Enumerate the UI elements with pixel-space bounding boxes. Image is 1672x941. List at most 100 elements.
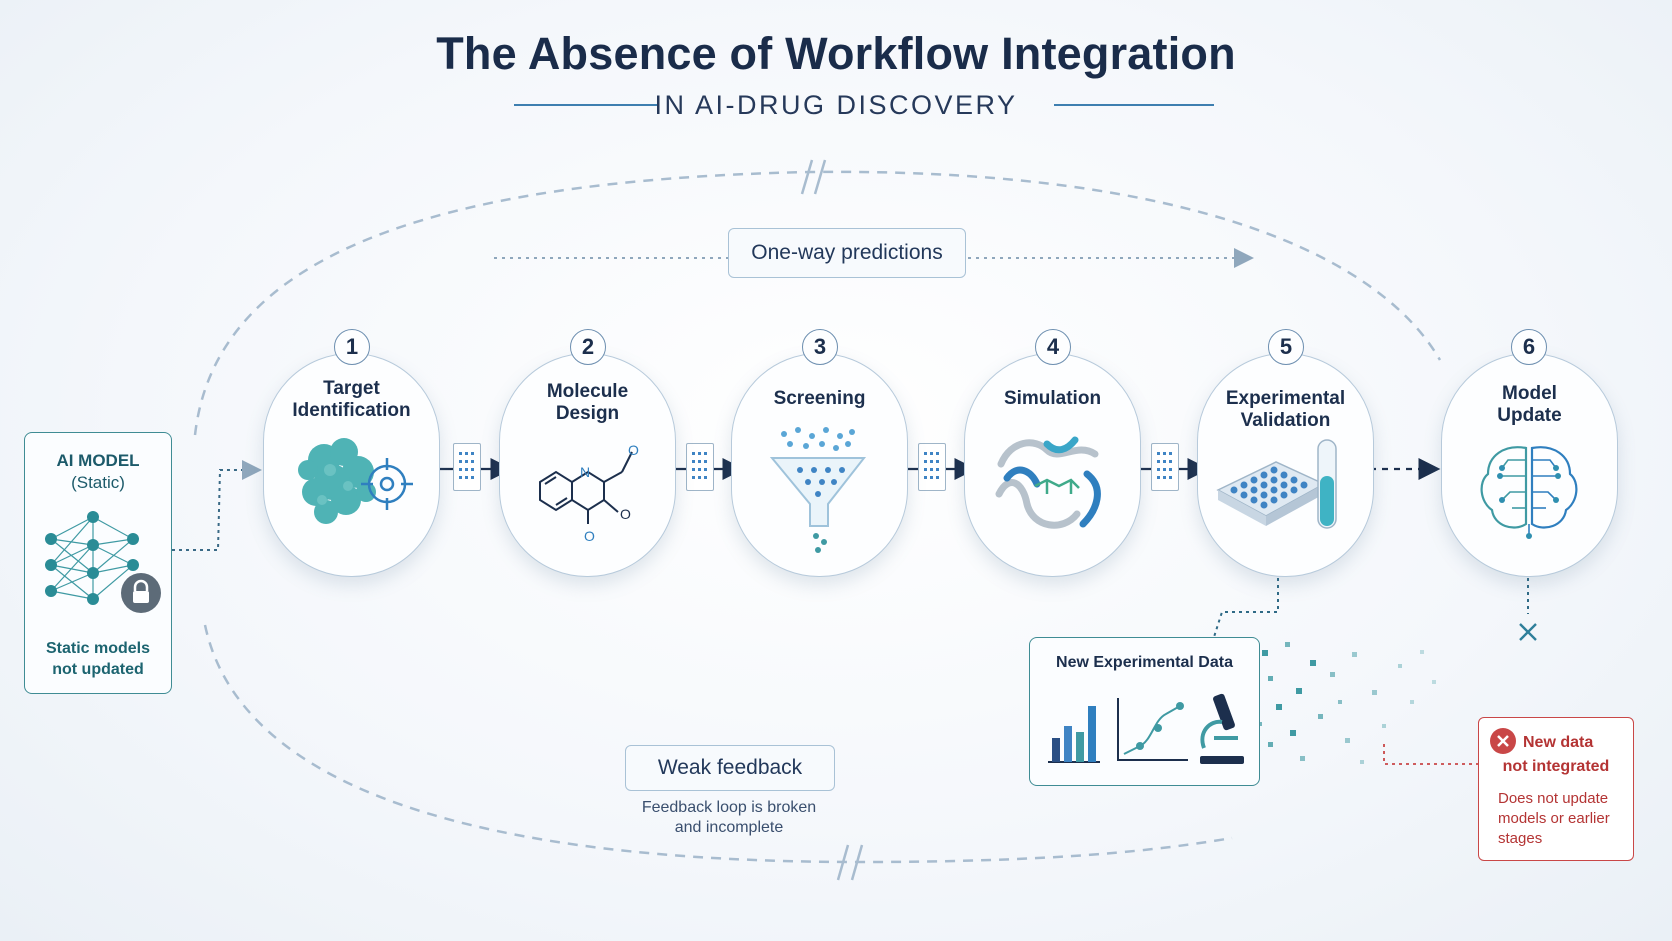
document-line-dot bbox=[1163, 476, 1166, 479]
document-line-dot bbox=[924, 468, 927, 471]
ai-model-title: AI MODEL bbox=[56, 451, 140, 470]
one-way-predictions-label: One-way predictions bbox=[728, 228, 966, 278]
document-line-dot bbox=[459, 452, 462, 455]
ai-model-subtitle: (Static) bbox=[71, 473, 125, 492]
step-number-badge: 3 bbox=[802, 329, 838, 365]
molecule-icon bbox=[539, 451, 633, 524]
step-target-identification[interactable]: Target Identification bbox=[263, 353, 440, 577]
step-screening[interactable]: Screening bbox=[731, 353, 908, 577]
protein-icon bbox=[298, 438, 376, 524]
validation-to-data-connector bbox=[1213, 578, 1279, 638]
microscope-icon bbox=[1200, 693, 1244, 764]
document-line-dot bbox=[1163, 468, 1166, 471]
document-line-dot bbox=[1157, 468, 1160, 471]
document-line-dot bbox=[936, 460, 939, 463]
step-experimental-validation[interactable]: Experimental Validation bbox=[1197, 353, 1374, 577]
step-label-line1: Molecule bbox=[546, 381, 629, 402]
step-label-line1: Model bbox=[1502, 383, 1557, 404]
molecule-atom-o: O bbox=[620, 506, 631, 522]
well-plate-icon bbox=[1216, 461, 1326, 526]
target-icon bbox=[361, 458, 413, 510]
document-line-dot bbox=[936, 476, 939, 479]
step-number-badge: 5 bbox=[1268, 329, 1304, 365]
weak-feedback-note-line1: Feedback loop is broken bbox=[641, 799, 817, 816]
document-line-dot bbox=[1157, 452, 1160, 455]
step-number-badge: 2 bbox=[570, 329, 606, 365]
document-line-dot bbox=[692, 468, 695, 471]
page-title: The Absence of Workflow Integration bbox=[436, 28, 1236, 79]
molecule-atom-o: O bbox=[628, 442, 639, 458]
document-line-dot bbox=[704, 476, 707, 479]
document-line-dot bbox=[698, 476, 701, 479]
document-line-dot bbox=[698, 452, 701, 455]
document-line-dot bbox=[471, 476, 474, 479]
document-line-dot bbox=[459, 476, 462, 479]
document-line-dot bbox=[459, 460, 462, 463]
document-line-dot bbox=[459, 468, 462, 471]
funnel-icon bbox=[769, 427, 867, 553]
warning-title-line2: not integrated bbox=[1502, 758, 1610, 775]
error-x-icon bbox=[1490, 728, 1516, 754]
protein-ribbon-icon bbox=[995, 436, 1101, 529]
test-tube-icon bbox=[1317, 439, 1337, 529]
document-line-dot bbox=[471, 460, 474, 463]
loop-break-mark-bottom bbox=[836, 844, 864, 881]
document-line-dot bbox=[704, 460, 707, 463]
loop-break-mark-top bbox=[800, 159, 827, 195]
document-line-dot bbox=[930, 460, 933, 463]
step-label-line1: Screening bbox=[773, 388, 866, 409]
document-line-dot bbox=[465, 468, 468, 471]
document-line-dot bbox=[692, 452, 695, 455]
document-line-dot bbox=[692, 476, 695, 479]
bar-chart-icon bbox=[1048, 706, 1100, 763]
new-experimental-data-box: New Experimental Data bbox=[1029, 637, 1260, 786]
ai-to-step1-connector bbox=[172, 460, 262, 551]
page-subtitle: IN AI-DRUG DISCOVERY bbox=[654, 90, 1018, 120]
step-simulation[interactable]: Simulation bbox=[964, 353, 1141, 577]
step-molecule-design[interactable]: Molecule Design N O O O bbox=[499, 353, 676, 577]
warning-note-line1: Does not update bbox=[1498, 790, 1609, 807]
lock-icon bbox=[121, 573, 161, 613]
warning-note-line3: stages bbox=[1498, 830, 1543, 847]
step-label-line1: Experimental bbox=[1225, 388, 1346, 409]
data-dissipation-pixels bbox=[1258, 642, 1436, 764]
warning-title-line1: New data bbox=[1523, 734, 1594, 751]
new-data-title: New Experimental Data bbox=[1056, 654, 1233, 671]
document-line-dot bbox=[465, 460, 468, 463]
step-label-line1: Target bbox=[323, 378, 380, 399]
document-line-dot bbox=[1163, 460, 1166, 463]
step-number-badge: 4 bbox=[1035, 329, 1071, 365]
document-line-dot bbox=[1169, 468, 1172, 471]
step-model-update[interactable]: Model Update bbox=[1441, 353, 1618, 577]
step-label-line2: Validation bbox=[1240, 410, 1331, 431]
feedback-loop-bottom bbox=[203, 624, 1233, 864]
step-number-badge: 6 bbox=[1511, 329, 1547, 365]
document-line-dot bbox=[1157, 460, 1160, 463]
document-line-dot bbox=[924, 452, 927, 455]
weak-feedback-text: Weak feedback bbox=[657, 756, 803, 779]
document-line-dot bbox=[471, 452, 474, 455]
step-label-line2: Design bbox=[555, 403, 620, 424]
warning-note-line2: models or earlier bbox=[1498, 810, 1610, 827]
document-line-dot bbox=[465, 476, 468, 479]
document-line-dot bbox=[930, 476, 933, 479]
step-number-badge: 1 bbox=[334, 329, 370, 365]
document-icon bbox=[453, 443, 481, 491]
document-icon bbox=[918, 443, 946, 491]
weak-feedback-label: Weak feedback bbox=[625, 745, 835, 791]
document-line-dot bbox=[936, 452, 939, 455]
document-line-dot bbox=[698, 460, 701, 463]
line-chart-icon bbox=[1117, 698, 1188, 761]
document-line-dot bbox=[930, 452, 933, 455]
document-line-dot bbox=[465, 452, 468, 455]
document-line-dot bbox=[1169, 460, 1172, 463]
document-line-dot bbox=[471, 468, 474, 471]
not-integrated-warning-box: New data not integrated Does not update … bbox=[1478, 717, 1634, 861]
step-label-line2: Identification bbox=[292, 400, 411, 421]
ai-model-note-line2: not updated bbox=[52, 661, 144, 678]
molecule-atom-o: O bbox=[584, 528, 595, 544]
document-line-dot bbox=[704, 468, 707, 471]
document-line-dot bbox=[1169, 476, 1172, 479]
